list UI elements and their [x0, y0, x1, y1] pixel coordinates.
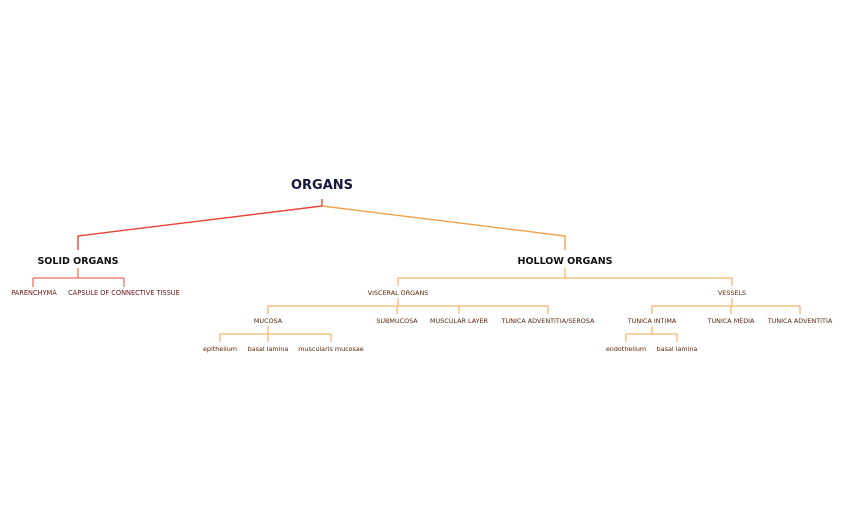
- submucosa-node: SUBMUCOSA: [376, 317, 418, 325]
- solid-branch-line: [77, 205, 323, 250]
- solid-connectors: [32, 268, 125, 287]
- root-node: ORGANS: [291, 178, 353, 193]
- hollow-connectors: [219, 268, 801, 342]
- muscular-layer-node: MUSCULAR LAYER: [430, 317, 488, 325]
- parenchyma-node: PARENCHYMA: [11, 289, 57, 297]
- vessels-node: VESSELS: [718, 289, 746, 297]
- muscularis-mucosae-node: muscularis mucosae: [298, 345, 364, 353]
- root-connectors: [77, 199, 566, 250]
- basal-lamina-vessels-node: basal lamina: [657, 345, 698, 353]
- hollow-organs-node: HOLLOW ORGANS: [518, 256, 613, 267]
- tunica-adventitia-serosa-node: TUNICA ADVENTITIA/SEROSA: [501, 317, 595, 325]
- endothelium-node: endothelium: [606, 345, 646, 353]
- tunica-adventitia-node: TUNICA ADVENTITIA: [767, 317, 833, 325]
- tunica-intima-node: TUNICA INTIMA: [627, 317, 677, 325]
- solid-organs-node: SOLID ORGANS: [37, 256, 118, 267]
- epithelium-node: epithelium: [203, 345, 237, 353]
- tunica-media-node: TUNICA MEDIA: [707, 317, 755, 325]
- capsule-node: CAPSULE OF CONNECTIVE TISSUE: [68, 289, 180, 297]
- mucosa-node: MUCOSA: [254, 317, 283, 325]
- visceral-organs-node: VISCERAL ORGANS: [368, 289, 429, 297]
- basal-lamina-mucosa-node: basal lamina: [248, 345, 289, 353]
- node-labels: ORGANS SOLID ORGANS HOLLOW ORGANS PARENC…: [11, 178, 833, 353]
- hollow-branch-line: [321, 205, 566, 250]
